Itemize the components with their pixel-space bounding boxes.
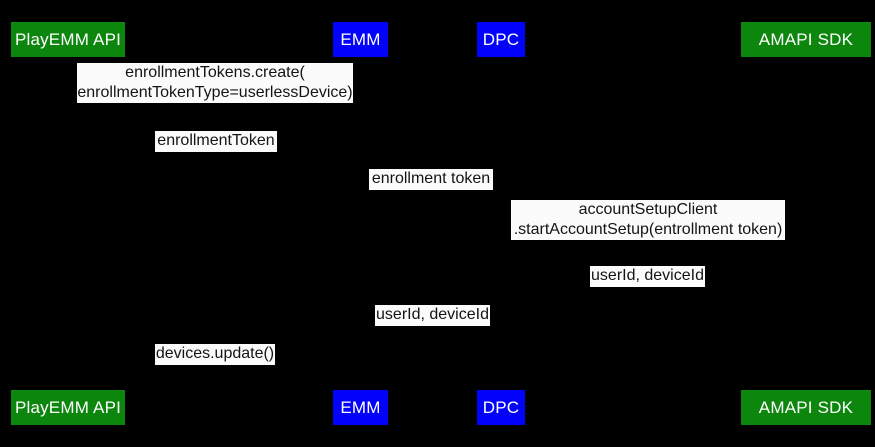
message-userid-deviceid-to-emm: userId, deviceId bbox=[375, 305, 490, 326]
actor-emm-top: EMM bbox=[333, 22, 388, 57]
actor-playemm-api-top: PlayEMM API bbox=[11, 22, 125, 57]
message-start-account-setup: accountSetupClient .startAccountSetup(en… bbox=[511, 200, 785, 240]
message-enrollment-token-return: enrollmentToken bbox=[155, 131, 277, 152]
message-devices-update: devices.update() bbox=[155, 344, 275, 365]
actor-amapi-sdk-top: AMAPI SDK bbox=[741, 22, 871, 57]
message-enrollment-tokens-create: enrollmentTokens.create( enrollmentToken… bbox=[77, 63, 353, 103]
message-userid-deviceid-from-amapi: userId, deviceId bbox=[590, 266, 705, 287]
actor-dpc-bottom: DPC bbox=[477, 390, 525, 425]
actor-playemm-api-bottom: PlayEMM API bbox=[11, 390, 125, 425]
message-enrollment-token-to-dpc: enrollment token bbox=[369, 169, 493, 190]
actor-emm-bottom: EMM bbox=[333, 390, 388, 425]
actor-dpc-top: DPC bbox=[477, 22, 525, 57]
actor-amapi-sdk-bottom: AMAPI SDK bbox=[741, 390, 871, 425]
